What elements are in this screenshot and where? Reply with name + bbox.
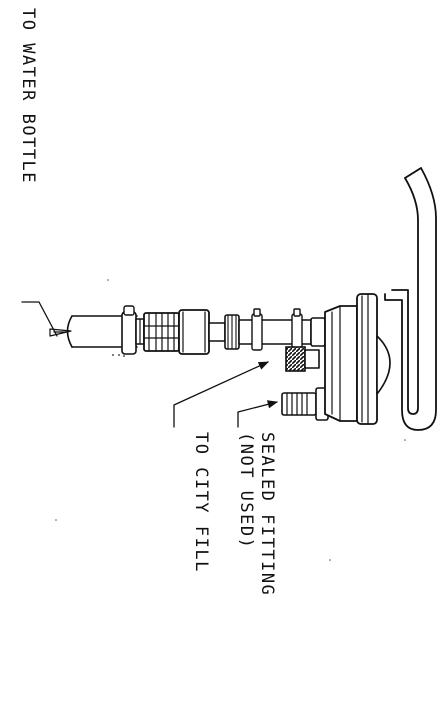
hex-nut-fitting — [143, 312, 180, 352]
city-fill-fitting — [285, 346, 320, 372]
label-sealed-fitting-line1: SEALED FITTING — [257, 432, 277, 596]
label-sealed-fitting: SEALED FITTING (NOT USED) — [236, 432, 277, 596]
hose-clamp — [121, 305, 137, 355]
manifold-disc — [324, 305, 358, 422]
scan-marks — [55, 279, 406, 561]
sealed-fitting — [281, 387, 329, 421]
label-water-bottle-text: TO WATER BOTTLE — [18, 8, 38, 184]
dome-cap — [356, 293, 391, 425]
label-water-bottle: TO WATER BOTTLE — [18, 8, 38, 184]
label-sealed-fitting-line2: (NOT USED) — [236, 432, 256, 549]
overflow-tube — [384, 167, 437, 431]
coupling-body — [178, 309, 210, 355]
manifold-inlet-tube — [238, 308, 326, 351]
city-fill-leader — [173, 361, 269, 428]
label-city-fill-text: TO CITY FILL — [191, 432, 211, 573]
water-bottle-leader — [21, 301, 58, 337]
label-city-fill: TO CITY FILL — [191, 432, 211, 573]
ferrule — [208, 314, 240, 350]
connector-nipple — [135, 318, 145, 345]
sealed-fitting-leader — [237, 400, 279, 428]
